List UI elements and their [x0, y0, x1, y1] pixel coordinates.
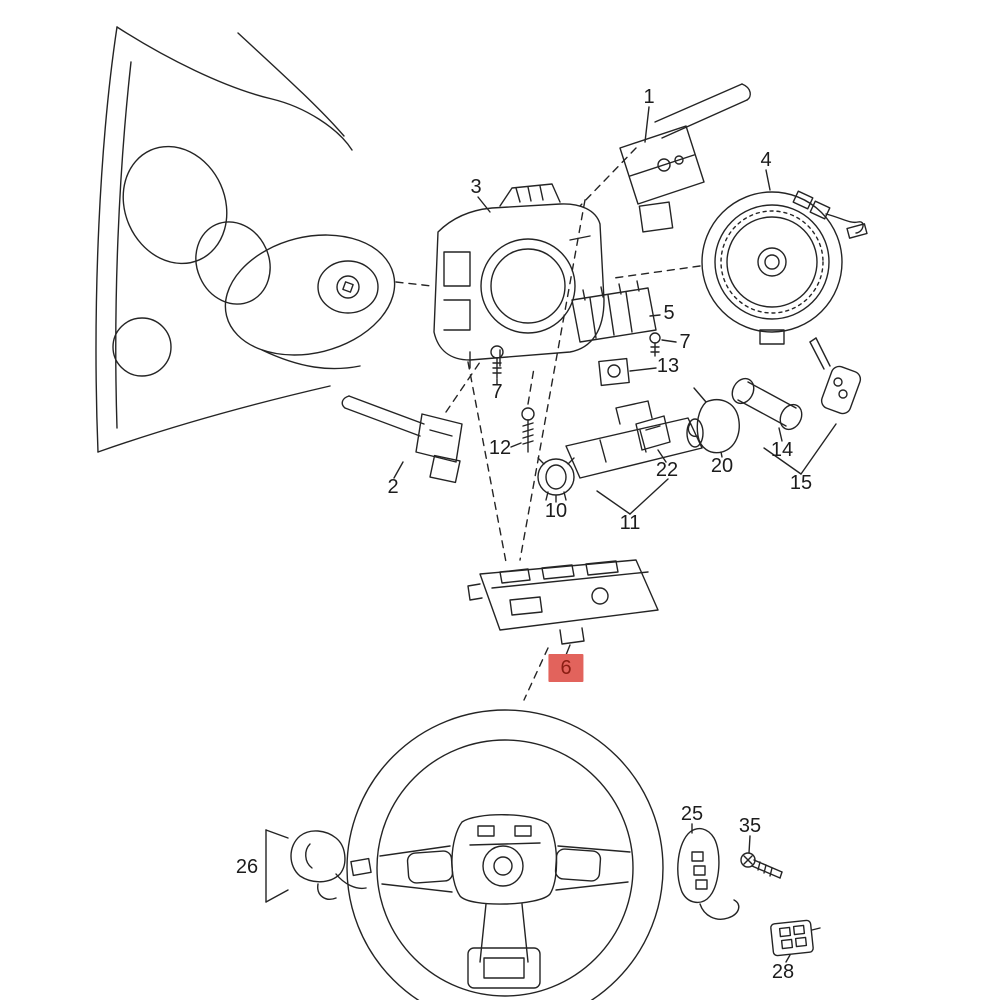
part-label-13: 13 [656, 355, 680, 377]
part-28-switch [770, 919, 821, 957]
part-15-key [809, 337, 862, 415]
part-label-14: 14 [770, 439, 794, 461]
part-label-2: 2 [387, 476, 399, 498]
dashboard-sketch [95, 26, 396, 453]
part-11-lock-housing [565, 400, 704, 479]
part-label-28: 28 [771, 961, 795, 983]
part-label-10: 10 [544, 500, 568, 522]
part-6-control-module [467, 559, 659, 645]
part-7-screw-left [490, 345, 504, 379]
part-label-7-right: 7 [679, 331, 691, 353]
part-12-screw [521, 407, 535, 453]
part-13-switch [598, 357, 630, 387]
part-label-5: 5 [663, 302, 675, 324]
label-leader-lines [393, 106, 837, 963]
part-label-26: 26 [235, 856, 259, 878]
part-label-22: 22 [655, 459, 679, 481]
part-label-25: 25 [680, 803, 704, 825]
part-10-ignition-switch [537, 457, 575, 501]
part-5-module [571, 280, 657, 343]
part-label-3: 3 [470, 176, 482, 198]
part-7-screw-right [649, 332, 661, 357]
part-label-11: 11 [619, 512, 641, 534]
part-35-screw [740, 852, 783, 879]
part-22-bracket [635, 415, 671, 451]
part-1-stalk-switch [619, 83, 751, 233]
part-20-horn-contact [687, 387, 740, 454]
part-4-clock-spring [701, 190, 868, 345]
part-14-lock-cylinder [731, 377, 803, 431]
part-label-6-highlighted: 6 [548, 654, 584, 682]
part-25-switch-trim [677, 827, 740, 920]
part-label-7-left: 7 [491, 381, 503, 403]
part-label-35: 35 [738, 815, 762, 837]
part-label-4: 4 [760, 149, 772, 171]
part-label-20: 20 [710, 455, 734, 477]
steering-wheel [346, 709, 664, 1000]
part-26-brackets [265, 829, 372, 903]
assembly-dashed-lines [395, 147, 701, 701]
part-2-stalk-switch [341, 395, 463, 484]
part-label-1: 1 [643, 86, 655, 108]
part-label-12: 12 [488, 437, 512, 459]
part-label-15: 15 [789, 472, 813, 494]
part-3-column-housing [433, 183, 605, 369]
